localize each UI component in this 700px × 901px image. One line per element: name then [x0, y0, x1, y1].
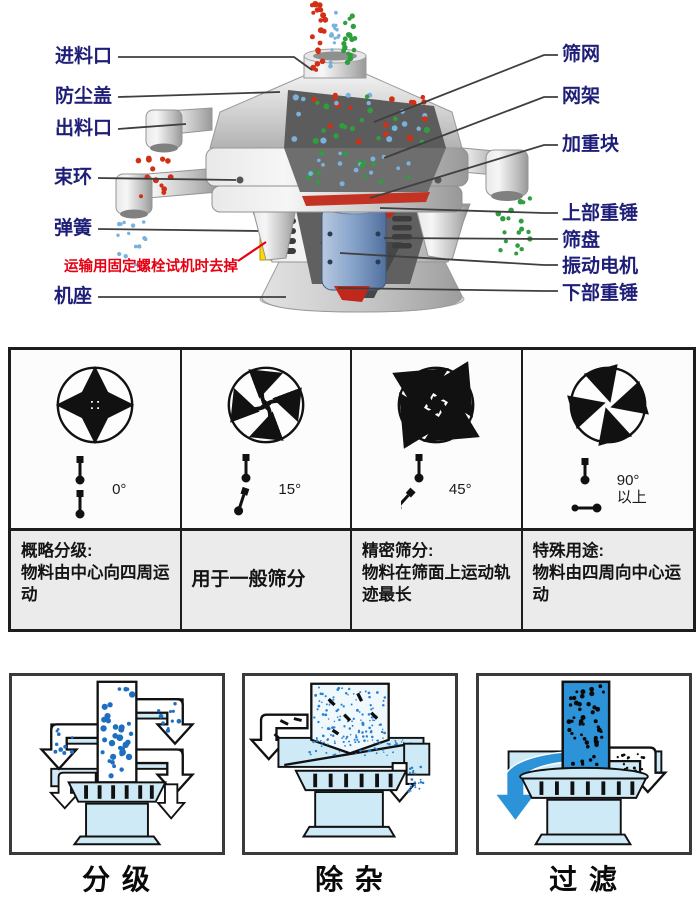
application-panel-grading — [9, 673, 225, 855]
label-feed-inlet: 进料口 — [54, 46, 112, 67]
motion-cell-0deg: 0° — [11, 350, 182, 528]
vibration-motion-table: 0° 15° — [8, 347, 696, 632]
filtration-illustration — [493, 680, 667, 846]
motion-cell-45deg: 45° — [352, 350, 523, 528]
phase-angle: 15° — [278, 480, 302, 498]
outlet-lower-left — [115, 167, 219, 219]
motion-cell-90deg: 90°以上 — [523, 350, 694, 528]
motion-desc-rough-grading: 概略分级: 物料由中心向四周运动 — [11, 528, 182, 629]
feed-stream — [309, 0, 358, 72]
application-panel-filtration — [476, 673, 692, 855]
label-clamp-ring: 束环 — [53, 167, 92, 188]
liquid-flow-arrow — [493, 750, 578, 823]
strong-swirl-arrows-icon — [392, 361, 481, 449]
label-screen-mesh: 筛网 — [562, 44, 601, 65]
label-mesh-frame: 网架 — [562, 86, 601, 107]
motion-desc-special: 特殊用途: 物料由四周向中心运动 — [522, 528, 693, 629]
machine-illustration — [97, 0, 558, 313]
phase-90-icon — [571, 458, 602, 513]
lower-weight — [334, 286, 370, 302]
clamp-ring-bolt — [236, 176, 244, 184]
label-upper-weight: 上部重锤 — [562, 203, 639, 224]
phase-45-icon — [400, 454, 424, 513]
label-base: 机座 — [53, 286, 92, 307]
cross-arrows-icon — [56, 365, 135, 445]
mild-swirl-arrows-icon — [227, 366, 305, 444]
caption-filtration: 过 滤 — [549, 864, 619, 895]
impurity-removal-illustration — [250, 682, 431, 838]
label-vibration-motor: 振动电机 — [562, 256, 639, 277]
outlet-upper-left — [145, 107, 213, 153]
label-lower-weight: 下部重锤 — [562, 283, 639, 304]
application-panel-impurity-removal — [242, 673, 458, 855]
label-spring: 弹簧 — [53, 218, 92, 239]
outlet-right — [439, 145, 529, 201]
warning-pointer-line — [237, 241, 267, 262]
phase-angle: 90° — [616, 472, 640, 489]
label-transport-bolt-warning: 运输用固定螺栓试机时去掉 — [64, 259, 238, 275]
label-sieve-pan: 筛盘 — [562, 230, 601, 251]
motion-cell-15deg: 15° — [182, 350, 352, 528]
phase-0-icon — [75, 456, 85, 519]
motion-desc-precision: 精密筛分: 物料在筛面上运动轨迹最长 — [352, 528, 523, 629]
grading-illustration — [40, 680, 194, 846]
phase-angle: 0° — [112, 480, 127, 498]
phase-15-icon — [234, 454, 251, 516]
label-dust-cover: 防尘盖 — [54, 86, 112, 107]
caption-grading: 分 级 — [82, 864, 152, 895]
motion-desc-general: 用于一般筛分 — [181, 528, 352, 629]
label-outlet: 出料口 — [54, 118, 112, 139]
feed-inlet — [303, 48, 367, 79]
weight-block-ring — [302, 192, 430, 206]
caption-impurity-removal: 除 杂 — [315, 864, 385, 895]
callout-lines — [97, 54, 558, 298]
inward-arrows-icon — [566, 364, 649, 446]
label-weight-block: 加重块 — [562, 134, 620, 155]
phase-angle: 45° — [448, 480, 472, 498]
